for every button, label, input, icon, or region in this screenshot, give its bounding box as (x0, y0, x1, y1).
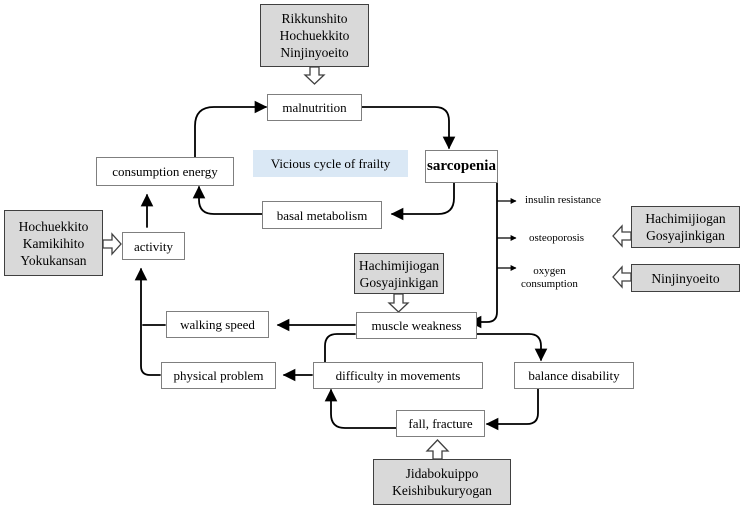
herb-osteo-2: Gosyajinkigan (646, 228, 725, 243)
edge-fall-to-difficulty (324, 388, 397, 429)
herb-oxygen-1: Ninjinyoeito (651, 270, 720, 286)
node-muscle-weakness: muscle weakness (356, 312, 477, 339)
node-physical-problem: physical problem (161, 362, 276, 389)
hollow-arrow-middle (387, 293, 410, 313)
herb-box-middle: Hachimijiogan Gosyajinkigan (354, 253, 444, 294)
herb-box-osteoporosis: Hachimijiogan Gosyajinkigan (631, 206, 740, 248)
edge-difficulty-to-muscle (324, 333, 356, 363)
edge-sarcopenia-to-basal (390, 182, 455, 221)
hollow-arrow-oxygen (612, 265, 632, 289)
herb-middle-1: Hachimijiogan (358, 257, 440, 273)
node-balance-disability: balance disability (514, 362, 634, 389)
hollow-arrow-osteoporosis (612, 224, 632, 248)
node-difficulty-in-movements: difficulty in movements (313, 362, 483, 389)
herb-top-3: Ninjinyoeito (280, 45, 349, 60)
hollow-arrow-bottom (425, 439, 450, 460)
node-fall-fracture: fall, fracture (396, 410, 485, 437)
hollow-arrow-left (102, 232, 122, 256)
edge-muscle-to-balance (476, 333, 548, 362)
node-sarcopenia: sarcopenia (425, 150, 498, 183)
label-insulin-resistance: insulin resistance (525, 194, 602, 206)
herb-box-left: Hochuekkito Kamikihito Yokukansan (4, 210, 103, 276)
herb-box-bottom: Jidabokuippo Keishibukuryogan (373, 459, 511, 505)
herb-top-2: Hochuekkito (279, 28, 350, 43)
herb-left-1: Hochuekkito (18, 218, 89, 234)
node-malnutrition: malnutrition (267, 94, 362, 121)
node-activity: activity (122, 232, 185, 260)
edge-balance-to-fall (485, 388, 539, 431)
node-consumption-energy: consumption energy (96, 157, 234, 186)
edge-sarcopenia-to-muscle (468, 179, 498, 329)
herb-left-3: Yokukansan (20, 252, 87, 268)
node-basal-metabolism: basal metabolism (262, 201, 382, 229)
diagram-title: Vicious cycle of frailty (253, 150, 408, 177)
herb-middle-2: Gosyajinkigan (359, 274, 439, 290)
label-oxygen-line-2: consumption (521, 278, 578, 290)
herb-bottom-1: Jidabokuippo (405, 466, 479, 481)
herb-box-oxygen: Ninjinyoeito (631, 264, 740, 292)
label-oxygen-line-1: oxygen (533, 265, 566, 277)
herb-osteo-1: Hachimijiogan (645, 211, 726, 226)
edge-malnutrition-to-sarcopenia (361, 106, 456, 150)
label-oxygen-consumption: oxygen consumption (521, 265, 578, 291)
edge-basal-to-consumption (192, 185, 263, 215)
herb-left-2: Kamikihito (22, 235, 85, 251)
label-osteoporosis: osteoporosis (529, 232, 584, 244)
hollow-arrow-top (303, 66, 326, 85)
herb-bottom-2: Keishibukuryogan (392, 483, 492, 498)
node-walking-speed: walking speed (166, 311, 269, 338)
edge-physical-to-activity (134, 267, 161, 376)
herb-top-1: Rikkunshito (281, 11, 348, 26)
herb-box-top: Rikkunshito Hochuekkito Ninjinyoeito (260, 4, 369, 67)
